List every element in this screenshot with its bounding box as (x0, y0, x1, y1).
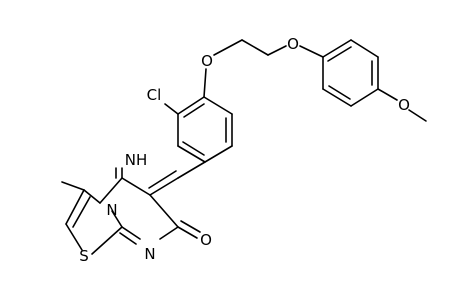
bond (61, 181, 85, 191)
bond (177, 96, 205, 115)
bond (65, 189, 85, 225)
bond (177, 161, 206, 179)
atom-labels: Cl O O O NH N N S O (79, 35, 410, 265)
ether-oxygen-label: O (287, 35, 299, 53)
bond (121, 177, 151, 196)
bond (182, 141, 205, 156)
bond (119, 232, 137, 245)
bond (149, 177, 179, 196)
bond (99, 177, 123, 204)
bond (180, 220, 201, 233)
bond (65, 223, 83, 251)
bond (213, 39, 243, 56)
methoxy-oxygen-label: O (398, 96, 410, 114)
bond (204, 145, 233, 163)
bond (322, 39, 352, 58)
bond (91, 226, 123, 255)
bond (203, 68, 207, 98)
bond (159, 226, 179, 240)
bond (183, 103, 205, 118)
bond (72, 196, 91, 228)
sulfur-label: S (79, 247, 89, 265)
ether-oxygen-label: O (201, 52, 213, 70)
bond (377, 88, 398, 101)
bond (408, 109, 427, 122)
bond (121, 226, 141, 240)
bond (111, 210, 123, 228)
bond (328, 85, 351, 100)
imine-label: NH (125, 151, 148, 169)
bond (350, 88, 379, 107)
bond (350, 39, 379, 58)
pyrimidine-nitrogen-label: N (144, 245, 155, 263)
chlorine-label: Cl (147, 86, 162, 104)
bond (148, 170, 177, 189)
bond (241, 39, 269, 56)
ring-nitrogen-label: N (106, 201, 117, 219)
bond (299, 45, 324, 58)
bond (164, 103, 179, 115)
bond (177, 145, 206, 163)
bond (203, 96, 233, 115)
carbonyl-oxygen-label: O (200, 231, 212, 249)
bond (322, 88, 352, 107)
bond (83, 189, 101, 204)
bond (327, 46, 352, 62)
bond-lines (61, 39, 427, 255)
bond (149, 194, 179, 228)
bond (267, 45, 287, 56)
bond (177, 226, 198, 239)
